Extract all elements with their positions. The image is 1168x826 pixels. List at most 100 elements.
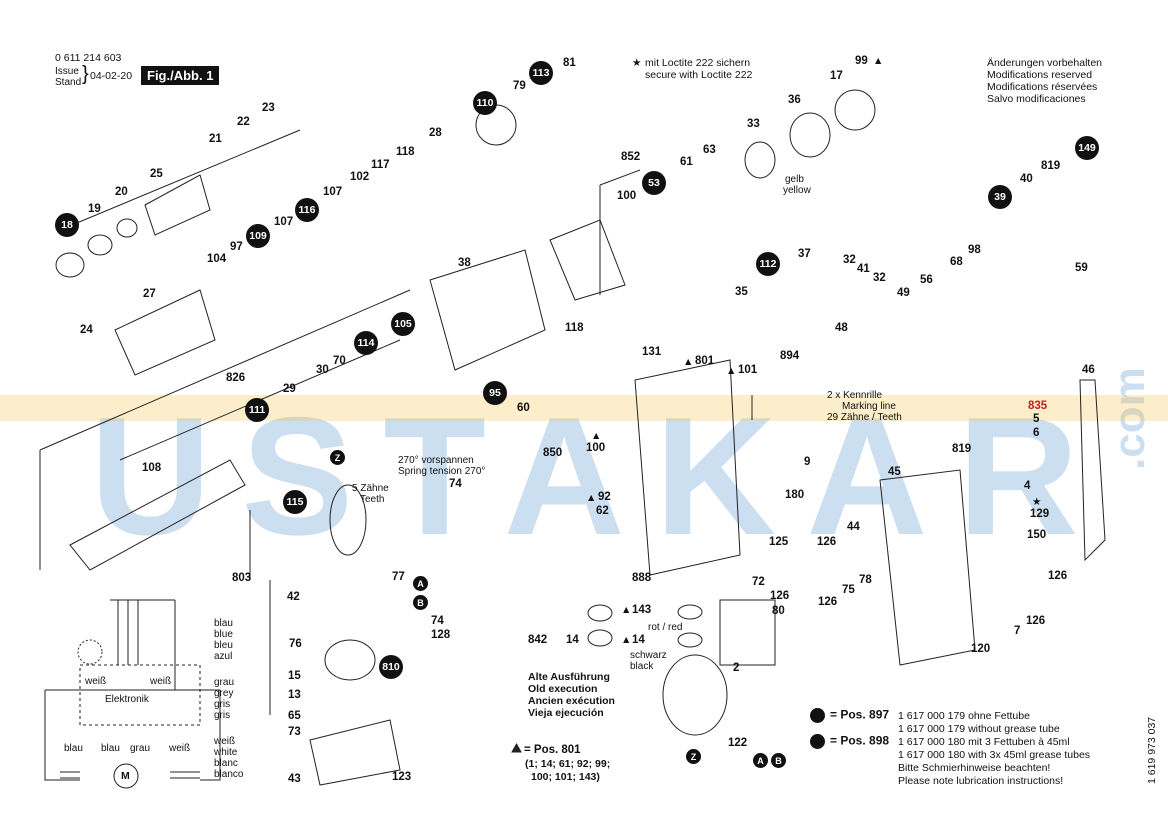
star-icon: ★	[632, 57, 642, 69]
part-number: 4	[1024, 480, 1031, 492]
part-number: 97	[230, 241, 243, 253]
mods-line-1: Änderungen vorbehalten	[987, 57, 1103, 69]
wire-grau-3: gris	[214, 699, 231, 710]
triangle-icon: ▲	[591, 430, 602, 442]
part-number: 77	[392, 571, 405, 583]
part-number: 126	[1026, 615, 1046, 627]
triangle-icon: ▲	[683, 356, 694, 368]
lube-line-4: 1 617 000 180 with 3x 45ml grease tubes	[898, 749, 1091, 761]
knurl-line-2: Marking line	[842, 401, 896, 412]
part-number: 37	[798, 248, 811, 260]
knurl-line-1: 2 x Kennrille	[827, 390, 883, 401]
part-number: 2	[733, 662, 740, 674]
part-number: 852	[621, 151, 641, 163]
lube-line-2: 1 617 000 179 without grease tube	[898, 723, 1060, 735]
part-number: 29	[283, 383, 296, 395]
issue-date: 04-02-20	[90, 70, 133, 82]
part-number: 75	[842, 584, 855, 596]
wire-blau-4: azul	[214, 651, 233, 662]
gelb-label: gelb	[785, 174, 804, 185]
part-number: 122	[728, 737, 748, 749]
part-number: 99	[855, 55, 868, 67]
part-number: 126	[770, 590, 790, 602]
lube-pos898: = Pos. 898	[810, 734, 889, 749]
part-number: 125	[769, 536, 789, 548]
wire-blau-3: bleu	[214, 640, 233, 651]
teeth-line-2: Teeth	[360, 494, 385, 505]
part-number: 150	[1027, 529, 1047, 541]
part-number: 842	[528, 634, 548, 646]
lube-line-1: 1 617 000 179 ohne Fettube	[898, 710, 1030, 722]
part-number: 45	[888, 466, 901, 478]
part-number: 63	[703, 144, 716, 156]
part-number: 21	[209, 133, 222, 145]
loctite-de: mit Loctite 222 sichern	[645, 57, 751, 69]
part-number: 120	[971, 643, 991, 655]
part-number: 107	[274, 216, 294, 228]
lube-pos897-text: = Pos. 897	[830, 707, 890, 722]
schwarz-label: schwarz	[630, 650, 667, 661]
lube-pos897: = Pos. 897	[810, 708, 889, 723]
triangle-icon: ▲	[873, 55, 884, 67]
wire-grau-small: grau	[130, 743, 151, 754]
triangle-icon: ▲	[621, 604, 632, 616]
part-number: 25	[150, 168, 163, 180]
part-number: 46	[1082, 364, 1095, 376]
black-label: black	[630, 661, 654, 672]
part-number: 49	[897, 287, 910, 299]
part-badge: 39	[988, 185, 1012, 209]
star-icon: ★	[1032, 496, 1042, 508]
wire-grau-1: grau	[214, 677, 235, 688]
part-number: 27	[143, 288, 156, 300]
wire-weiss-3: blanc	[214, 758, 238, 769]
wire-weiss-2: white	[214, 747, 238, 758]
part-number: 62	[596, 505, 609, 517]
part-number: 23	[262, 102, 275, 114]
part-number: 102	[350, 171, 370, 183]
part-number: 22	[237, 116, 250, 128]
part-number: 819	[1041, 160, 1061, 172]
wire-weiss-4: blanco	[214, 769, 244, 780]
teeth-line-1: 5 Zähne	[352, 483, 389, 494]
part-number: 128	[431, 629, 451, 641]
wire-blau-2: blue	[214, 629, 233, 640]
part-number: 78	[859, 574, 872, 586]
lube-line-3: 1 617 000 180 mit 3 Fettuben à 45ml	[898, 736, 1070, 748]
part-number: 20	[115, 186, 128, 198]
part-badge: 53	[642, 171, 666, 195]
stand-label: Stand	[55, 77, 82, 88]
part-number: 888	[632, 572, 652, 584]
part-number: 100	[586, 442, 606, 454]
old-exec-line-2: Old execution	[528, 683, 598, 695]
part-number: 126	[817, 536, 837, 548]
part-number: 104	[207, 253, 227, 265]
part-number: 17	[830, 70, 843, 82]
issue-label: Issue	[55, 66, 79, 77]
part-number: 73	[288, 726, 301, 738]
triangle-icon: ▲	[586, 492, 597, 504]
part-number: 56	[920, 274, 933, 286]
spring-line-1: 270° vorspannen	[398, 455, 474, 466]
part-number: 65	[288, 710, 301, 722]
part-badge: 110	[473, 91, 497, 115]
wire-weiss-small: weiß	[150, 676, 172, 687]
part-badge: 111	[245, 398, 269, 422]
part-number: 101	[738, 364, 758, 376]
lube-dot-icon	[810, 734, 825, 749]
part-number: 80	[772, 605, 785, 617]
knurl-line-3: 29 Zähne / Teeth	[827, 412, 902, 423]
part-badge: 95	[483, 381, 507, 405]
wire-grau-4: gris	[214, 710, 231, 721]
part-number: 70	[333, 355, 346, 367]
part-number: 180	[785, 489, 805, 501]
lube-pos898-text: = Pos. 898	[830, 733, 890, 748]
part-number: 9	[804, 456, 811, 468]
pos801-label: = Pos. 801	[524, 744, 581, 756]
part-badge: 105	[391, 312, 415, 336]
part-number: 76	[289, 638, 302, 650]
rot-red-label: rot / red	[648, 622, 683, 633]
part-number: 42	[287, 591, 300, 603]
part-number: 803	[232, 572, 252, 584]
part-number: 894	[780, 350, 800, 362]
